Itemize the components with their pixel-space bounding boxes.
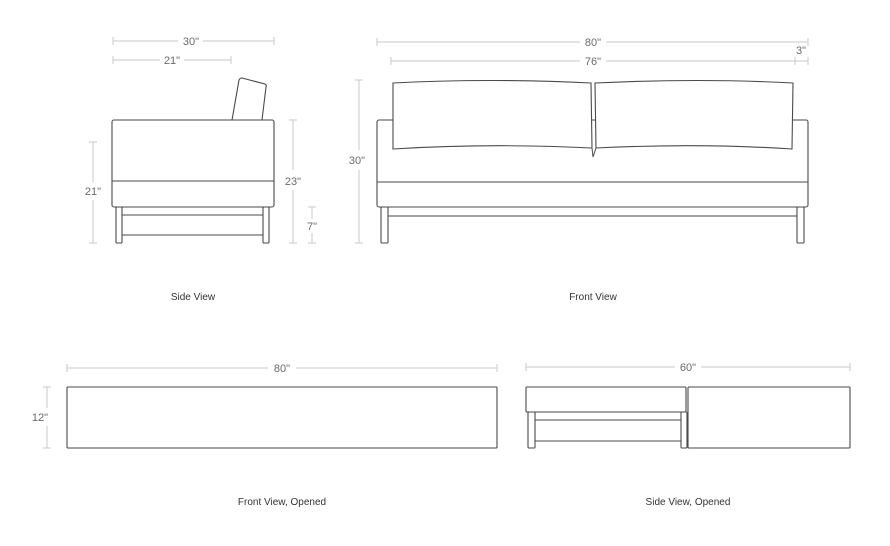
caption-side-view: Side View bbox=[171, 292, 216, 303]
dim-label: 80" bbox=[585, 37, 601, 49]
front-view: 80" 76" 3" 30" Front View bbox=[349, 37, 809, 303]
dim-label: 21" bbox=[85, 186, 101, 198]
dim-label: 30" bbox=[349, 155, 365, 167]
dim-label: 60" bbox=[680, 362, 696, 374]
dim-label: 76" bbox=[585, 56, 601, 68]
caption-front-view: Front View bbox=[569, 292, 617, 303]
side-view-opened: 60" Side View, Opened bbox=[525, 362, 851, 508]
dim-label: 23" bbox=[285, 176, 301, 188]
side-sofa-drawing bbox=[111, 77, 275, 244]
dim-clearance: 7" bbox=[307, 206, 317, 244]
dim-label: 80" bbox=[274, 363, 290, 375]
dim-seat-depth: 21" bbox=[112, 55, 232, 67]
dim-overall-width: 80" bbox=[376, 37, 809, 49]
caption-front-view-opened: Front View, Opened bbox=[238, 497, 326, 508]
front-view-opened: 80" 12" Front View, Opened bbox=[32, 363, 498, 508]
dim-overall-depth: 30" bbox=[112, 36, 275, 48]
opened-mattress bbox=[66, 386, 498, 449]
dim-opened-width: 80" bbox=[66, 363, 498, 375]
side-opened-drawing bbox=[525, 386, 851, 449]
dim-arm-height: 23" bbox=[285, 119, 301, 244]
front-sofa-drawing bbox=[376, 79, 809, 244]
side-view: 30" 21" 21" 23" 7" Side View bbox=[85, 36, 317, 303]
dim-opened-height: 12" bbox=[32, 386, 51, 449]
dim-label: 7" bbox=[307, 221, 317, 233]
caption-side-view-opened: Side View, Opened bbox=[646, 497, 731, 508]
dim-label: 30" bbox=[183, 36, 199, 48]
dim-label: 21" bbox=[164, 55, 180, 67]
dim-overall-height: 30" bbox=[349, 79, 365, 244]
dim-label: 12" bbox=[32, 412, 48, 424]
dim-opened-depth: 60" bbox=[525, 362, 851, 374]
dim-label-arm: 3" bbox=[796, 45, 806, 57]
dim-seat-height: 21" bbox=[85, 141, 101, 244]
dim-inner-width: 76" 3" bbox=[390, 45, 809, 68]
